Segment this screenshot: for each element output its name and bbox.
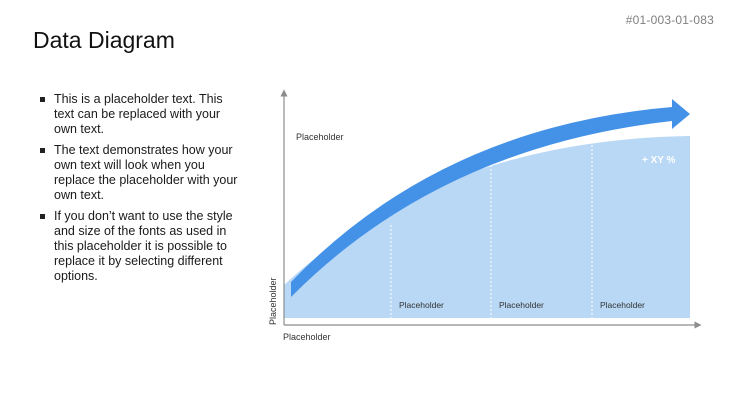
segment-label: Placeholder	[499, 300, 544, 310]
bullet-item: This is a placeholder text. This text ca…	[38, 92, 238, 137]
bullet-list: This is a placeholder text. This text ca…	[38, 92, 238, 290]
bullet-text: If you don’t want to use the style and s…	[54, 209, 233, 283]
growth-area	[284, 136, 690, 318]
bullet-square-icon	[40, 97, 45, 102]
top-label: Placeholder	[296, 132, 344, 142]
x-axis-label: Placeholder	[283, 332, 331, 342]
segment-label: Placeholder	[600, 300, 645, 310]
bullet-square-icon	[40, 214, 45, 219]
page-title: Data Diagram	[33, 27, 175, 53]
y-axis-label: Placeholder	[268, 277, 278, 325]
bullet-text: The text demonstrates how your own text …	[54, 143, 238, 202]
bullet-square-icon	[40, 148, 45, 153]
bullet-text: This is a placeholder text. This text ca…	[54, 92, 223, 136]
bullet-item: The text demonstrates how your own text …	[38, 143, 238, 203]
growth-diagram: Placeholder + XY % Placeholder Placehold…	[268, 89, 702, 342]
growth-arrow	[291, 99, 690, 297]
slide-id: #01-003-01-083	[625, 13, 714, 27]
segment-label: Placeholder	[399, 300, 444, 310]
bullet-item: If you don’t want to use the style and s…	[38, 209, 238, 284]
growth-label: + XY %	[642, 155, 676, 166]
